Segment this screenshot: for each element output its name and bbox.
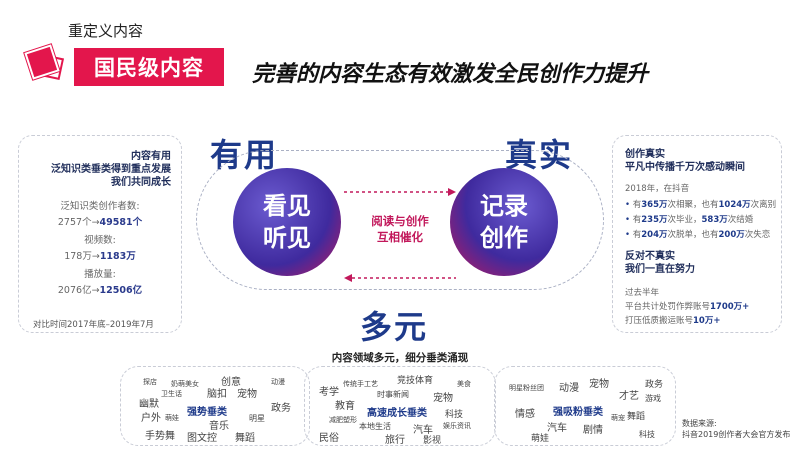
circle-see-hear: 看见听见 [233,168,341,276]
arrow-left-icon [344,274,456,282]
banner-label: 国民级内容 [74,48,224,86]
circle-right-line2: 创作 [480,224,528,252]
circle-left-line1: 看见 [263,192,311,220]
tag: 政务 [645,380,664,390]
tag: 萌娃 [531,434,550,444]
left-footnote: 对比时间2017年底–2019年7月 [33,320,154,330]
right-head-3: 反对不真实 [625,251,675,262]
tag: 萌宠 [611,414,625,422]
tag: 才艺 [619,391,639,402]
tag: 明星 [249,414,265,423]
tag: 舞蹈 [235,433,255,444]
videos-stat: 178万→1183万 [64,251,136,262]
tag: 情感 [515,409,535,420]
left-head-2: 泛知识类垂类得到重点发展 [51,164,171,175]
creators-stat: 2757个→49581个 [57,217,143,228]
highlight-fast-growing: 高速成长垂类 [367,408,427,419]
tag: 动漫 [559,383,579,394]
cloud-strong-verticals: 探店 奶萌美女 创意 动漫 卫生话 脑扣 宠物 幽默 户外 政务 强势垂类 萌娃… [120,366,310,446]
half-year: 过去半年 [625,288,660,298]
tag: 宠物 [237,389,257,400]
bullet-2: • 有235万次毕业，583万次结婚 [625,215,754,225]
tag: 探店 [143,378,157,386]
left-head-3: 我们共同成长 [111,177,171,188]
bullet-3: • 有204万次脱单，也有200万次失恋 [625,230,771,240]
plays-stat: 2076亿→12506亿 [57,285,143,296]
circle-record-create: 记录创作 [450,168,558,276]
diverse-caption: 内容领域多元，细分垂类涌现 [331,352,469,364]
tag: 游戏 [645,394,661,403]
tag: 萌娃 [165,414,179,422]
center-caption: 阅读与创作 互相催化 [371,214,429,244]
highlight-fan-attracting: 强吸粉垂类 [553,407,603,418]
tag: 幽默 [139,399,159,410]
tag: 音乐 [209,421,229,432]
tag: 明星粉丝团 [509,384,544,392]
right-head-2: 平凡中传播千万次感动瞬间 [625,162,745,173]
right-info-panel: 创作真实 平凡中传播千万次感动瞬间 2018年，在抖音 • 有365万次相聚，也… [612,135,782,333]
left-info-panel: 内容有用 泛知识类垂类得到重点发展 我们共同成长 泛知识类创作者数: 2757个… [18,135,182,333]
tag: 考学 [319,387,339,398]
tag: 宠物 [433,393,453,404]
cloud-fan-attracting-verticals: 明星粉丝团 动漫 宠物 政务 才艺 游戏 情感 强吸粉垂类 汽车 剧情 舞蹈 科… [494,366,676,446]
plays-label: 播放量: [84,269,116,280]
tag: 影视 [423,436,442,446]
right-head-1: 创作真实 [625,149,665,160]
tag: 创意 [221,377,241,388]
tag: 科技 [445,410,464,420]
circle-right-line1: 记录 [480,192,528,220]
word-diverse: 多元 [360,308,429,346]
page-title: 完善的内容生态有效激发全民创作力提升 [252,62,649,87]
tag: 本地生活 [359,422,391,431]
tag: 民俗 [319,433,339,444]
left-head-1: 内容有用 [131,151,171,162]
crackdown-line: 打压低质搬运账号10万+ [625,316,721,326]
tag: 减肥塑形 [329,416,357,424]
highlight-strong: 强势垂类 [187,407,227,418]
section-label: 重定义内容 [68,22,144,40]
videos-label: 视频数: [84,235,116,246]
tag: 汽车 [413,425,433,436]
cloud-fast-growing-verticals: 竞技体育 传统手工艺 考学 美食 时事新闻 宠物 教育 高速成长垂类 减肥塑形 … [304,366,496,446]
right-head-4: 我们一直在努力 [625,264,695,275]
arrow-right-icon [344,188,456,196]
tag: 旅行 [385,435,405,446]
tag: 宠物 [589,379,609,390]
tag: 动漫 [271,378,285,386]
tag: 教育 [335,401,355,412]
circle-left-line2: 听见 [263,224,311,252]
tag: 科技 [639,430,655,439]
creators-label: 泛知识类创作者数: [60,201,140,212]
tag: 美食 [457,380,471,388]
tag: 户外 [141,413,161,424]
cycle-ellipse [196,150,604,290]
tag: 时事新闻 [377,390,409,399]
tag: 舞蹈 [627,412,646,422]
tag: 娱乐资讯 [443,422,471,430]
bullet-1: • 有365万次相聚，也有1024万次离别 [625,200,777,210]
penalty-line: 平台共计处罚作弊账号1700万+ [625,302,750,312]
tag: 图文控 [187,433,217,444]
data-source: 数据来源: 抖音2019创作者大会官方发布 [682,419,791,439]
year-line: 2018年，在抖音 [625,184,690,194]
tag: 卫生话 [161,390,182,398]
tag: 汽车 [547,423,567,434]
tag: 竞技体育 [397,376,434,386]
tag: 脑扣 [207,389,227,400]
tag: 剧情 [583,425,603,436]
tag: 手势舞 [145,431,175,442]
tag: 奶萌美女 [171,380,199,388]
tag: 传统手工艺 [343,380,378,388]
tag: 政务 [271,403,291,414]
